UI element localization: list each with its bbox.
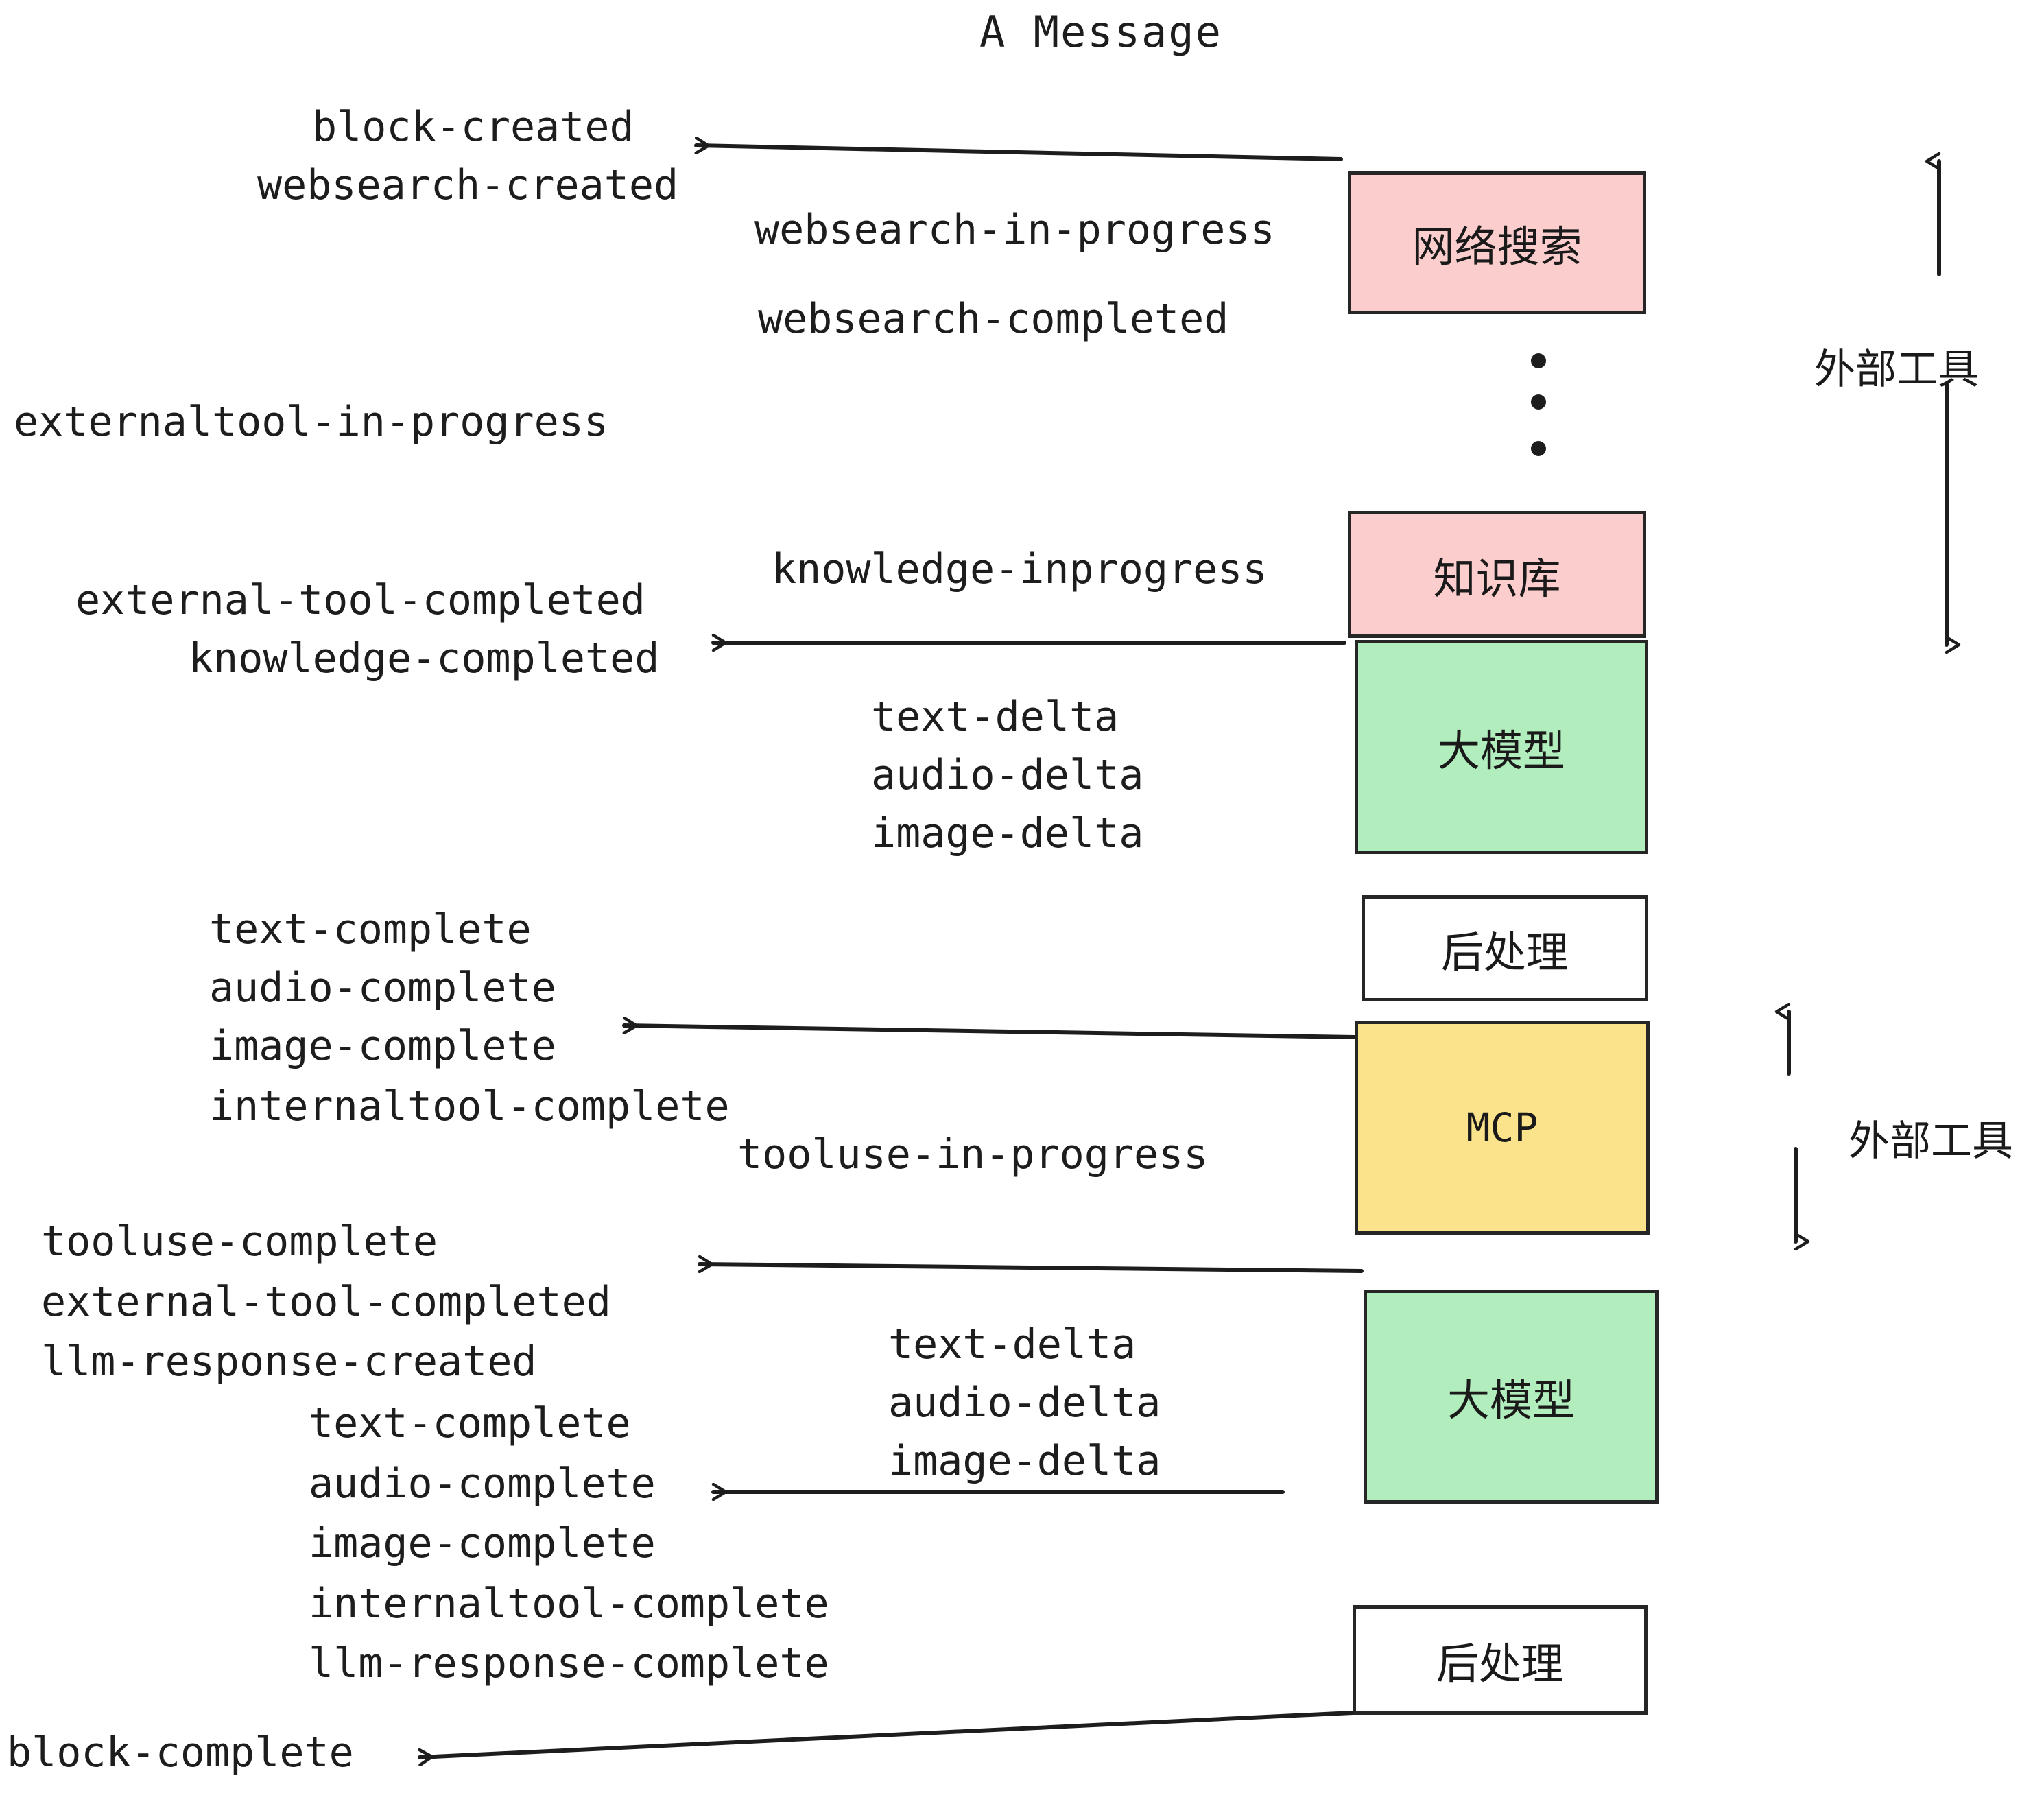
event-label-image-delta-1: image-delta [871, 809, 1144, 857]
node-knowledge-base[interactable]: 知识库 [1348, 511, 1646, 638]
event-label-tooluse-complete: tooluse-complete [41, 1218, 438, 1266]
ellipsis-dot-2 [1531, 394, 1546, 410]
event-label-audio-delta-1: audio-delta [871, 751, 1144, 799]
node-label-postprocess-1: 后处理 [1440, 927, 1569, 977]
node-label-llm-1: 大模型 [1437, 726, 1565, 776]
event-label-audio-complete-2: audio-complete [309, 1460, 656, 1508]
arrow-post2-to-block-complete [418, 1711, 1355, 1757]
event-label-tooluse-in-progress: tooluse-in-progress [737, 1130, 1209, 1178]
side-label-external-tools-top: 外部工具 [1814, 346, 1979, 394]
node-label-mcp: MCP [1466, 1104, 1538, 1151]
node-websearch[interactable]: 网络搜索 [1348, 171, 1646, 314]
ellipsis-dot-1 [1531, 353, 1546, 368]
event-label-websearch-created: websearch-created [257, 161, 679, 209]
page-title: A Message [979, 7, 1222, 57]
node-label-llm-2: 大模型 [1447, 1375, 1575, 1425]
event-label-internaltool-complete-2: internaltool-complete [309, 1580, 829, 1628]
event-label-audio-complete-1: audio-complete [209, 964, 556, 1012]
node-label-websearch: 网络搜索 [1412, 222, 1582, 272]
node-mcp[interactable]: MCP [1355, 1021, 1650, 1235]
node-postprocess-2[interactable]: 后处理 [1353, 1605, 1648, 1715]
event-label-llm-response-created: llm-response-created [41, 1338, 537, 1386]
event-label-external-tool-completed-2: external-tool-completed [41, 1278, 611, 1326]
event-label-image-complete-1: image-complete [209, 1022, 556, 1070]
node-llm-1[interactable]: 大模型 [1355, 640, 1648, 854]
event-label-text-delta-2: text-delta [888, 1320, 1137, 1368]
event-label-external-tool-completed-1: external-tool-completed [75, 576, 645, 624]
event-label-block-created: block-created [312, 103, 634, 151]
arrow-websearch-to-block-created [694, 145, 1343, 161]
node-postprocess-1[interactable]: 后处理 [1362, 895, 1648, 1001]
arrow-mcp-to-tooluse-complete [698, 1264, 1364, 1271]
event-label-websearch-completed: websearch-completed [758, 295, 1229, 343]
event-label-text-complete-1: text-complete [209, 905, 532, 953]
event-label-image-delta-2: image-delta [888, 1437, 1161, 1485]
event-label-audio-delta-2: audio-delta [888, 1379, 1161, 1427]
event-label-text-delta-1: text-delta [871, 693, 1119, 741]
node-llm-2[interactable]: 大模型 [1364, 1290, 1659, 1504]
event-label-knowledge-completed: knowledge-completed [189, 634, 660, 683]
side-label-external-tools-bottom: 外部工具 [1849, 1117, 2013, 1165]
event-label-block-complete: block-complete [7, 1729, 354, 1777]
event-label-image-complete-2: image-complete [309, 1519, 656, 1567]
event-label-knowledge-inprogress: knowledge-inprogress [772, 545, 1268, 593]
event-label-text-complete-2: text-complete [309, 1399, 631, 1447]
ellipsis-dot-3 [1531, 441, 1546, 456]
node-label-knowledge-base: 知识库 [1433, 553, 1561, 604]
event-label-internaltool-complete-1: internaltool-complete [209, 1082, 730, 1130]
arrow-llm1-to-image-complete [622, 1025, 1357, 1039]
node-label-postprocess-2: 后处理 [1436, 1639, 1564, 1689]
event-label-llm-response-complete: llm-response-complete [309, 1639, 829, 1687]
event-label-websearch-in-progress: websearch-in-progress [754, 206, 1275, 254]
event-label-externaltool-in-progress: externaltool-in-progress [14, 398, 608, 446]
